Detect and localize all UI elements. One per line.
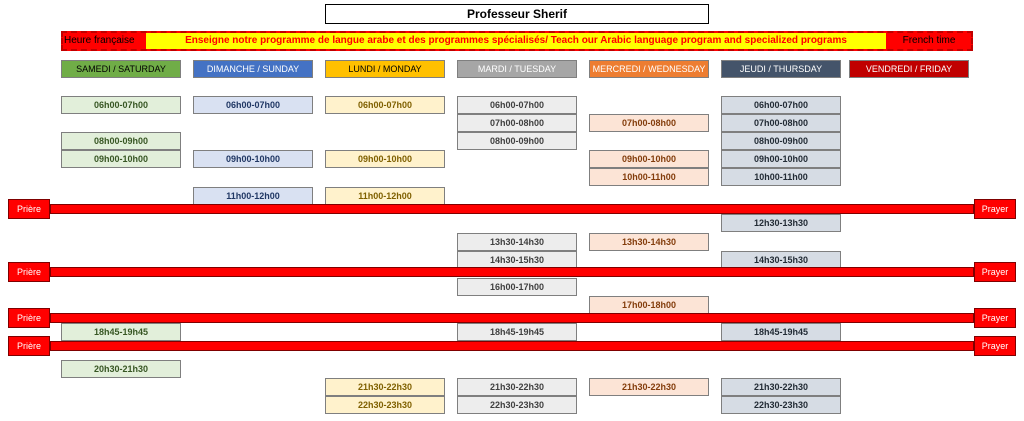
prayer-bar (50, 313, 974, 323)
slot-sunday: 11h00-12h00 (193, 187, 313, 205)
slot-tuesday: 06h00-07h00 (457, 96, 577, 114)
prayer-label-right: Prayer (974, 199, 1016, 219)
slot-wednesday: 21h30-22h30 (589, 378, 709, 396)
slot-tuesday: 13h30-14h30 (457, 233, 577, 251)
slot-tuesday: 16h00-17h00 (457, 278, 577, 296)
prayer-label-left: Prière (8, 199, 50, 219)
slot-monday: 21h30-22h30 (325, 378, 445, 396)
prayer-label-left: Prière (8, 336, 50, 356)
slot-thursday: 22h30-23h30 (721, 396, 841, 414)
day-header-sunday: DIMANCHE / SUNDAY (193, 60, 313, 78)
slot-thursday: 21h30-22h30 (721, 378, 841, 396)
slot-wednesday: 17h00-18h00 (589, 296, 709, 314)
slot-wednesday: 10h00-11h00 (589, 168, 709, 186)
day-header-tuesday: MARDI / TUESDAY (457, 60, 577, 78)
slot-thursday: 07h00-08h00 (721, 114, 841, 132)
slot-tuesday: 22h30-23h30 (457, 396, 577, 414)
prayer-label-right: Prayer (974, 336, 1016, 356)
program-banner: Heure française Enseigne notre programme… (61, 31, 973, 51)
slot-tuesday: 18h45-19h45 (457, 323, 577, 341)
slot-wednesday: 09h00-10h00 (589, 150, 709, 168)
slot-monday: 06h00-07h00 (325, 96, 445, 114)
banner-center-label: Enseigne notre programme de langue arabe… (146, 33, 886, 49)
slot-saturday: 18h45-19h45 (61, 323, 181, 341)
prayer-label-left: Prière (8, 262, 50, 282)
prayer-bar (50, 341, 974, 351)
day-header-monday: LUNDI / MONDAY (325, 60, 445, 78)
slot-thursday: 18h45-19h45 (721, 323, 841, 341)
day-header-thursday: JEUDI / THURSDAY (721, 60, 841, 78)
page-title: Professeur Sherif (325, 4, 709, 24)
slot-thursday: 10h00-11h00 (721, 168, 841, 186)
slot-monday: 22h30-23h30 (325, 396, 445, 414)
slot-saturday: 08h00-09h00 (61, 132, 181, 150)
banner-left-label: Heure française (64, 35, 135, 46)
slot-thursday: 12h30-13h30 (721, 214, 841, 232)
day-header-saturday: SAMEDI / SATURDAY (61, 60, 181, 78)
slot-monday: 09h00-10h00 (325, 150, 445, 168)
day-header-friday: VENDREDI / FRIDAY (849, 60, 969, 78)
slot-tuesday: 07h00-08h00 (457, 114, 577, 132)
prayer-label-right: Prayer (974, 308, 1016, 328)
slot-monday: 11h00-12h00 (325, 187, 445, 205)
prayer-label-left: Prière (8, 308, 50, 328)
slot-saturday: 09h00-10h00 (61, 150, 181, 168)
slot-thursday: 06h00-07h00 (721, 96, 841, 114)
prayer-bar (50, 204, 974, 214)
day-header-wednesday: MERCREDI / WEDNESDAY (589, 60, 709, 78)
prayer-label-right: Prayer (974, 262, 1016, 282)
slot-sunday: 09h00-10h00 (193, 150, 313, 168)
prayer-bar (50, 267, 974, 277)
slot-saturday: 20h30-21h30 (61, 360, 181, 378)
slot-tuesday: 08h00-09h00 (457, 132, 577, 150)
slot-thursday: 09h00-10h00 (721, 150, 841, 168)
slot-tuesday: 21h30-22h30 (457, 378, 577, 396)
slot-thursday: 08h00-09h00 (721, 132, 841, 150)
banner-right-label: French time (902, 35, 956, 46)
slot-wednesday: 13h30-14h30 (589, 233, 709, 251)
slot-wednesday: 07h00-08h00 (589, 114, 709, 132)
slot-saturday: 06h00-07h00 (61, 96, 181, 114)
slot-sunday: 06h00-07h00 (193, 96, 313, 114)
